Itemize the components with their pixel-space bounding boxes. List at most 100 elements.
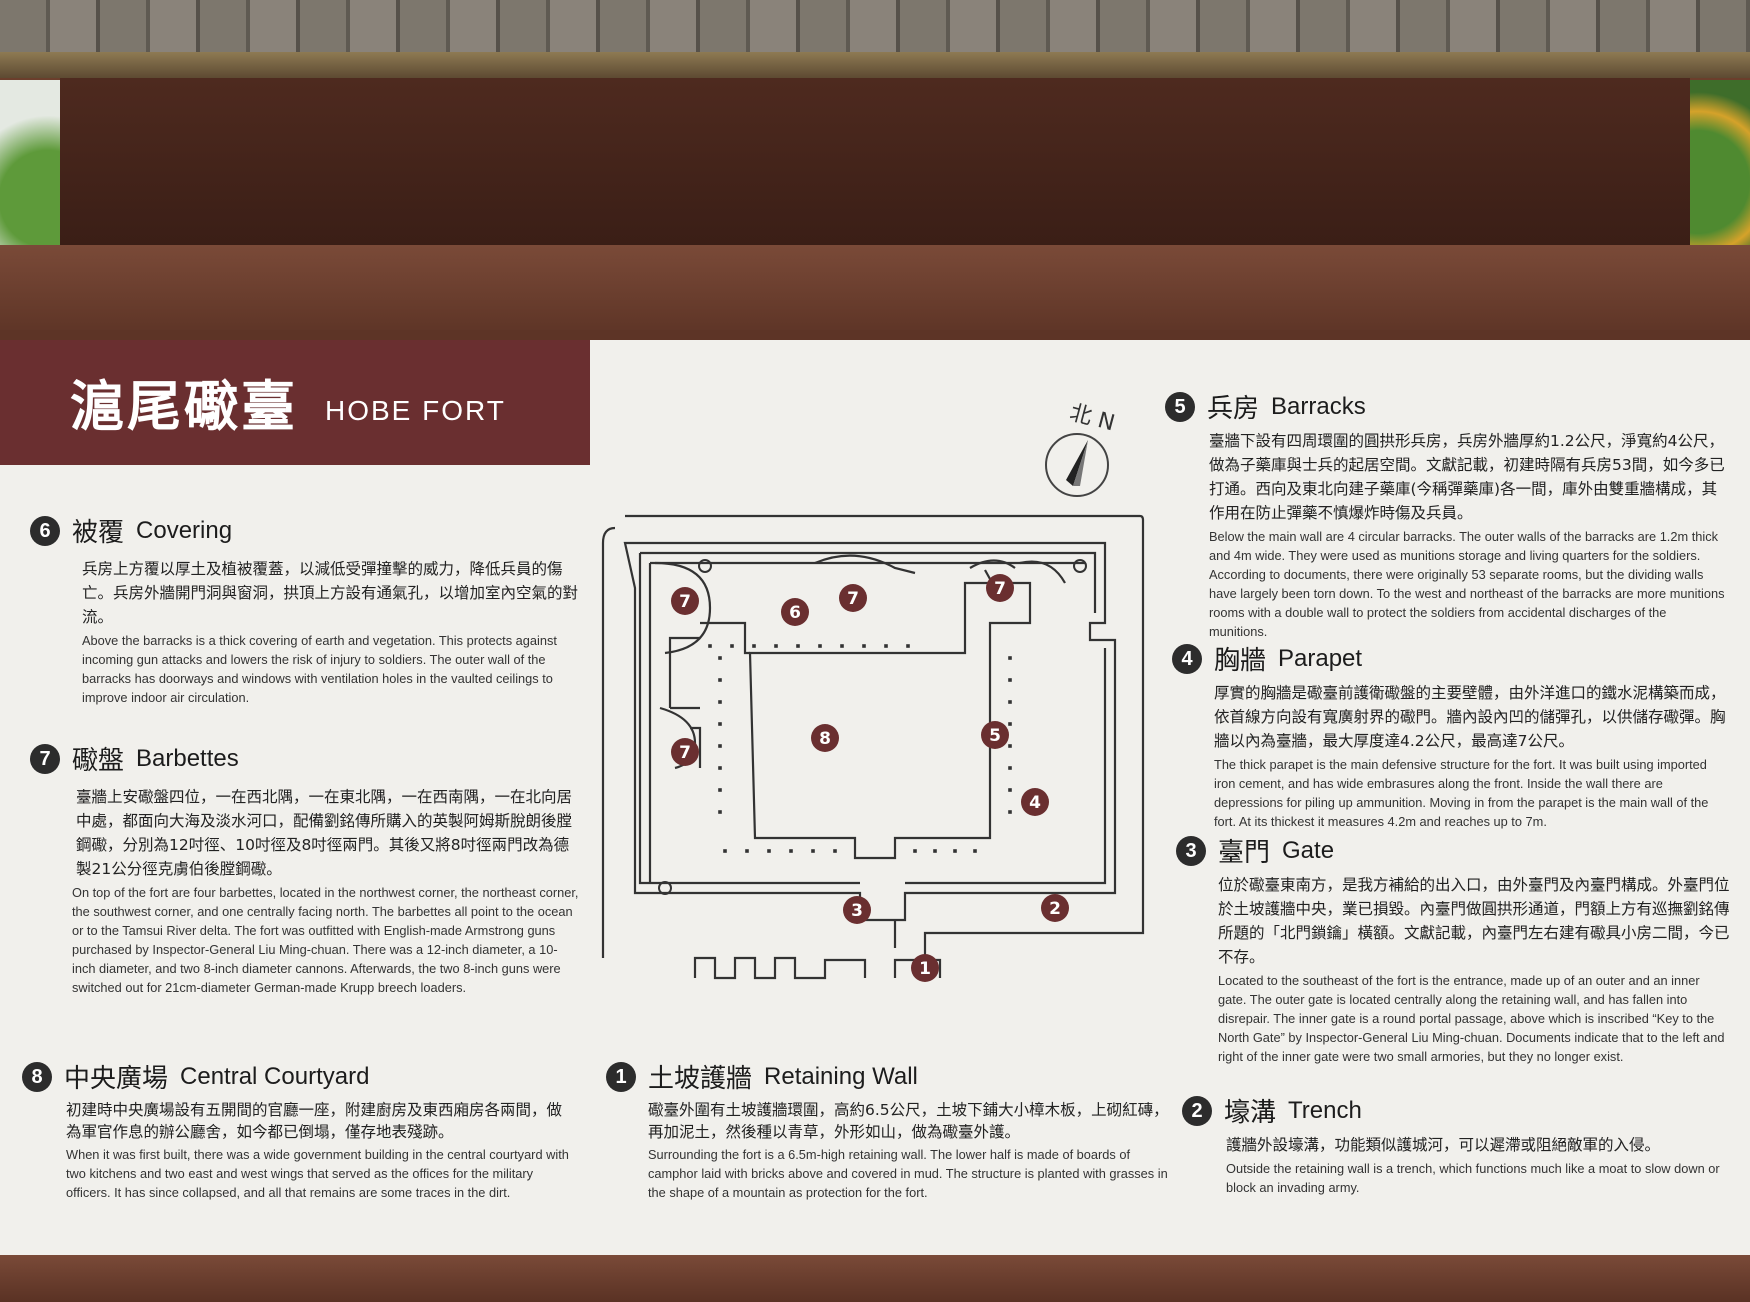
ammo-depression (718, 700, 722, 704)
section-number: 2 (1182, 1095, 1212, 1126)
ammo-depressions (708, 644, 1012, 853)
courtyard-outline (748, 581, 1032, 860)
ammo-depression (884, 644, 888, 648)
map-marker-7: 7 (671, 587, 699, 615)
ammo-depression (1008, 744, 1012, 748)
gun-mount-ne (1073, 559, 1087, 573)
ammo-depression (840, 644, 844, 648)
map-marker-7: 7 (986, 574, 1014, 602)
section-barracks: 5 兵房 Barracks 臺牆下設有四周環圍的圓拱形兵房，兵房外牆厚約1.2公… (1165, 388, 1725, 641)
section-title-en: Trench (1288, 1096, 1362, 1124)
ammo-depression (796, 644, 800, 648)
title-underline (0, 455, 590, 463)
ammo-depression (718, 722, 722, 726)
section-text-zh: 臺牆上安礮盤四位，一在西北隅，一在東北隅，一在西南隅，一在北向居中處，都面向大海… (76, 788, 573, 878)
section-text-en: When it was first built, there was a wid… (66, 1147, 569, 1200)
section-heading: 2 壕溝 Trench (1182, 1092, 1742, 1129)
section-barbettes: 7 礮盤 Barbettes 臺牆上安礮盤四位，一在西北隅，一在東北隅，一在西南… (30, 740, 580, 997)
ammo-depression (730, 644, 734, 648)
barracks-room-west-2 (690, 726, 702, 768)
section-text-zh: 兵房上方覆以厚土及植被覆蓋，以減低受彈撞擊的威力，降低兵員的傷亡。兵房外牆開門洞… (82, 560, 579, 626)
ammo-depression (906, 644, 910, 648)
svg-text:4: 4 (1029, 793, 1041, 813)
svg-text:5: 5 (989, 726, 1001, 746)
barbette-n-wall (814, 554, 916, 575)
section-text-en: Below the main wall are 4 circular barra… (1209, 529, 1725, 639)
svg-text:6: 6 (789, 603, 801, 623)
section-number: 4 (1172, 643, 1202, 674)
svg-text:2: 2 (1049, 899, 1061, 919)
map-marker-7: 7 (839, 584, 867, 612)
svg-text:7: 7 (847, 589, 859, 609)
section-title-zh: 壕溝 (1224, 1098, 1277, 1128)
section-heading: 5 兵房 Barracks (1165, 388, 1725, 425)
frame-shadow (60, 78, 1690, 248)
sign-board (0, 330, 1750, 1255)
section-text-en: The thick parapet is the main defensive … (1214, 757, 1709, 829)
map-marker-6: 6 (781, 598, 809, 626)
section-title-en: Barracks (1271, 392, 1366, 420)
section-title-en: Central Courtyard (180, 1062, 370, 1090)
title-english: HOBE FORT (325, 395, 506, 426)
svg-text:3: 3 (851, 901, 863, 921)
section-title-zh: 中央廣場 (64, 1064, 169, 1094)
section-number: 1 (606, 1061, 636, 1092)
section-number: 8 (22, 1061, 52, 1092)
ammo-depression (774, 644, 778, 648)
section-heading: 8 中央廣場 Central Courtyard (22, 1058, 577, 1095)
ammo-depression (1008, 722, 1012, 726)
section-title-en: Barbettes (136, 744, 239, 772)
section-number: 5 (1165, 391, 1195, 422)
section-heading: 4 胸牆 Parapet (1172, 640, 1727, 677)
section-number: 3 (1176, 835, 1206, 866)
section-text-zh: 礮臺外圍有土坡護牆環圍，高約6.5公尺，土坡下鋪大小樟木板，上砌紅磚，再加泥土，… (648, 1101, 1169, 1141)
section-number: 7 (30, 743, 60, 774)
main-wall-outer (623, 541, 1117, 922)
section-number: 6 (30, 515, 60, 546)
main-wall-inner (638, 551, 1107, 885)
section-text-en: Outside the retaining wall is a trench, … (1226, 1161, 1720, 1195)
retaining-wall-outline (625, 514, 1145, 963)
board-top-edge (0, 330, 1750, 340)
parapet-line (648, 561, 1085, 883)
barracks-room-west (668, 636, 700, 710)
section-heading: 7 礮盤 Barbettes (30, 740, 580, 777)
ammo-depression (767, 849, 771, 853)
section-title-zh: 土坡護牆 (648, 1064, 753, 1094)
title-band (0, 340, 590, 465)
ammo-depression (818, 644, 822, 648)
ammo-depression (833, 849, 837, 853)
section-heading: 6 被覆 Covering (30, 512, 585, 549)
ammo-depression (933, 849, 937, 853)
trench-outline (693, 956, 867, 980)
ammo-depression (1008, 656, 1012, 660)
section-text-zh: 厚實的胸牆是礮臺前護衛礮盤的主要壁體，由外洋進口的鐵水泥構築而成，依首線方向設有… (1214, 684, 1726, 750)
ammo-depression (1008, 700, 1012, 704)
ammo-depression (789, 849, 793, 853)
section-trench: 2 壕溝 Trench 護牆外設壕溝，功能類似護城河，可以遲滯或阻絕敵軍的入侵。… (1182, 1092, 1742, 1197)
section-text-en: Located to the southeast of the fort is … (1218, 973, 1725, 1064)
barbette-ne-arc (1019, 560, 1066, 584)
interior-wall (700, 621, 750, 655)
section-title-zh: 兵房 (1207, 394, 1260, 424)
ammo-depression (718, 678, 722, 682)
section-courtyard: 8 中央廣場 Central Courtyard 初建時中央廣場設有五開間的官廳… (22, 1058, 577, 1202)
svg-text:8: 8 (819, 729, 831, 749)
section-title-en: Parapet (1278, 644, 1363, 672)
compass-icon (1045, 433, 1109, 497)
ammo-depression (973, 849, 977, 853)
ammo-depression (811, 849, 815, 853)
section-title-en: Covering (136, 516, 233, 544)
ammo-depression (718, 766, 722, 770)
ammo-depression (1008, 810, 1012, 814)
ammo-depression (1008, 678, 1012, 682)
ammo-depression (745, 849, 749, 853)
ammo-depression (862, 644, 866, 648)
barbette-nw-wall (654, 561, 712, 655)
map-marker-4: 4 (1021, 788, 1049, 816)
roof-edge (0, 52, 1750, 78)
section-title-en: Retaining Wall (764, 1062, 918, 1090)
section-title-en: Gate (1282, 836, 1335, 864)
